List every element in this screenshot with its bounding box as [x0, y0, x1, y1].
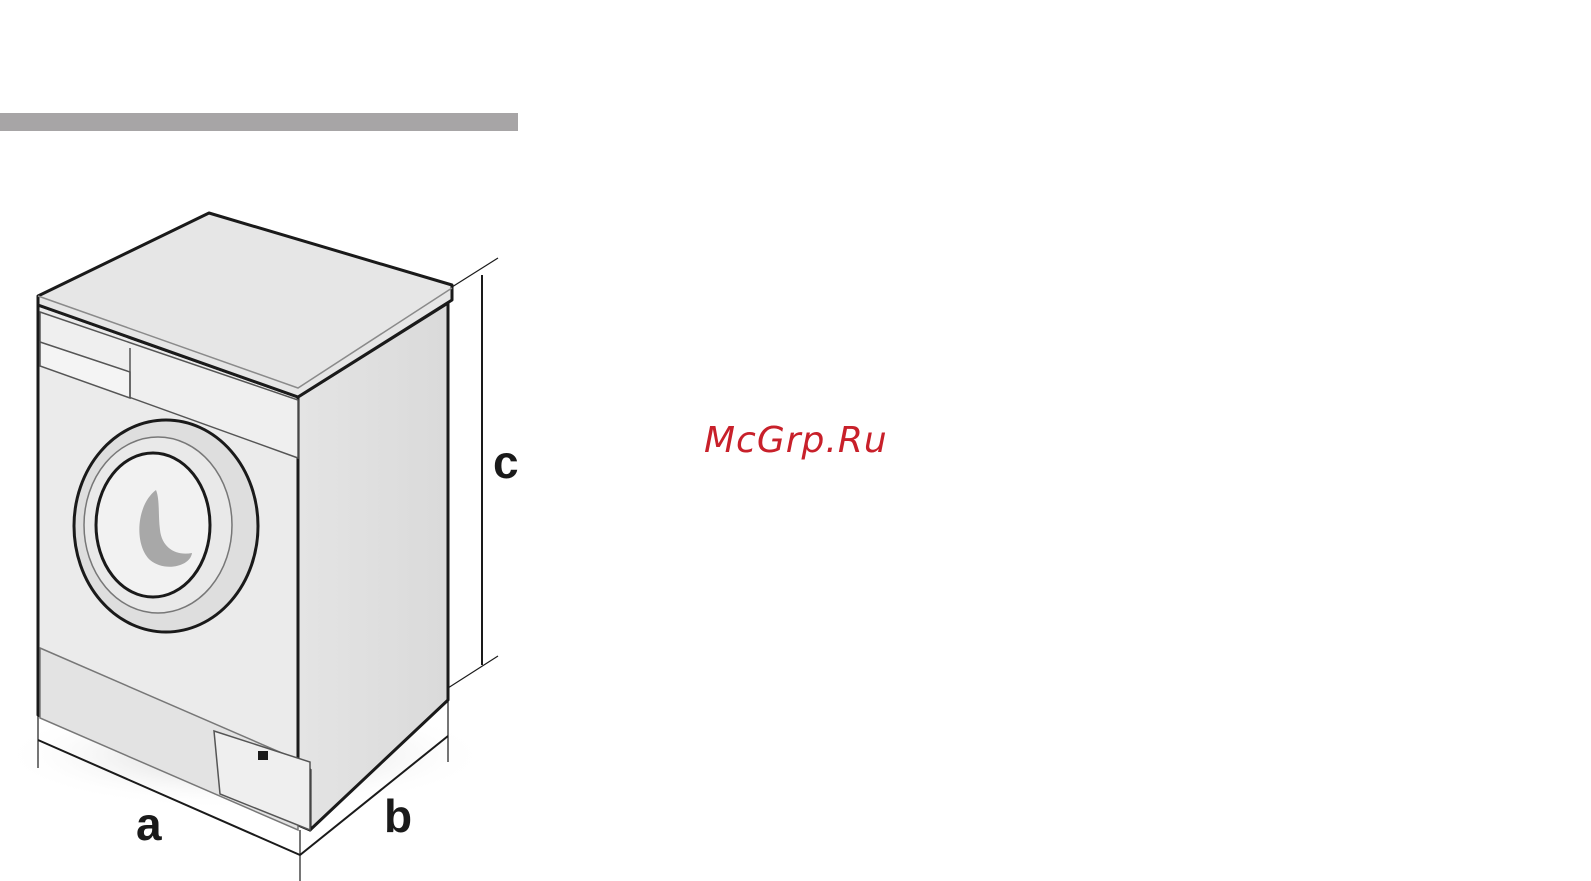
washing-machine-dimension-diagram: c a b [0, 200, 540, 881]
extension-line-c-top [452, 258, 498, 287]
service-flap-latch [258, 751, 268, 760]
section-header-bar [0, 113, 518, 131]
dimension-label-width: a [136, 798, 162, 850]
dimension-label-depth: b [384, 790, 412, 842]
extension-line-c-bottom [448, 656, 498, 688]
watermark-text: McGrp.Ru [704, 420, 888, 461]
dimension-label-height: c [493, 436, 519, 488]
